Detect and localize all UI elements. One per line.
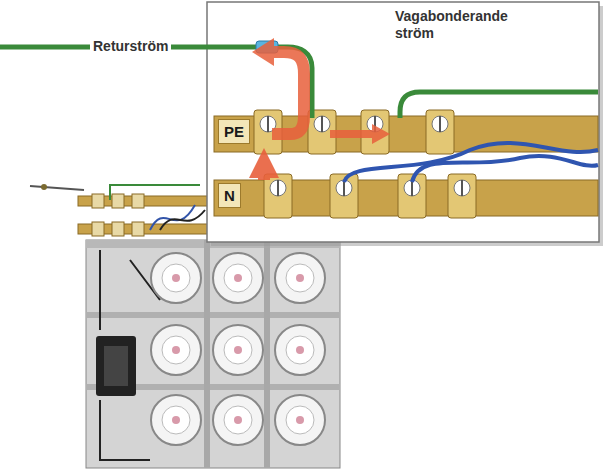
fuse-cap (224, 406, 252, 434)
fuse-holder (151, 395, 201, 445)
fuse-holder (275, 395, 325, 445)
annotation-label: Returström (90, 37, 171, 56)
terminal-screw (270, 180, 286, 196)
terminal-screw (454, 180, 470, 196)
fuse-indicator (172, 274, 180, 282)
fuse-cap (286, 264, 314, 292)
screw-slot (267, 116, 269, 132)
fuse-holder (213, 253, 263, 303)
fuse-holder (151, 325, 201, 375)
screw-slot (461, 180, 463, 196)
busbar: PE (214, 116, 258, 152)
terminal-screw (314, 116, 330, 132)
screw-slot (439, 116, 441, 132)
terminal-screw (336, 180, 352, 196)
screw-slot (411, 180, 413, 196)
fuse-cap (224, 264, 252, 292)
fuse-holder (275, 253, 325, 303)
fuse-indicator (234, 274, 242, 282)
wire-clamp (41, 184, 47, 190)
fuse-indicator (172, 346, 180, 354)
fuse-cap (162, 406, 190, 434)
busbar: N (214, 180, 258, 216)
fuse-indicator (234, 346, 242, 354)
fuse-indicator (172, 416, 180, 424)
inset-frame (207, 2, 599, 242)
fuse-cap (224, 336, 252, 364)
fuse-indicator (296, 346, 304, 354)
terminal-block (426, 110, 454, 154)
fuse-indicator (296, 274, 304, 282)
fuse-holders (151, 253, 325, 445)
screw-slot (321, 116, 323, 132)
current-path-arrow (252, 38, 390, 144)
fuse-cap (286, 406, 314, 434)
fuse-cap (162, 336, 190, 364)
inset-wires (0, 41, 598, 182)
incoming-wire (30, 186, 84, 190)
fuse-indicator (234, 416, 242, 424)
fuse-holder (151, 253, 201, 303)
terminal-block (448, 174, 476, 218)
fuse-holder (213, 325, 263, 375)
inset-shadow (211, 6, 603, 246)
small-busbar (78, 185, 208, 236)
terminal-screw (404, 180, 420, 196)
screw-slot (343, 180, 345, 196)
fuse-cap (162, 264, 190, 292)
busbar-label: PE (218, 119, 250, 144)
fuse-cap (286, 336, 314, 364)
terminal-block (264, 174, 292, 218)
fuse-holder (213, 395, 263, 445)
fuse-indicator (296, 416, 304, 424)
current-arrow (258, 160, 270, 180)
fuse-panel (86, 240, 340, 468)
busbar-label: N (218, 183, 241, 208)
fuse-holder (275, 325, 325, 375)
terminal-screw (432, 116, 448, 132)
screw-slot (277, 180, 279, 196)
annotation-label: Vagabonderande ström (392, 7, 548, 43)
